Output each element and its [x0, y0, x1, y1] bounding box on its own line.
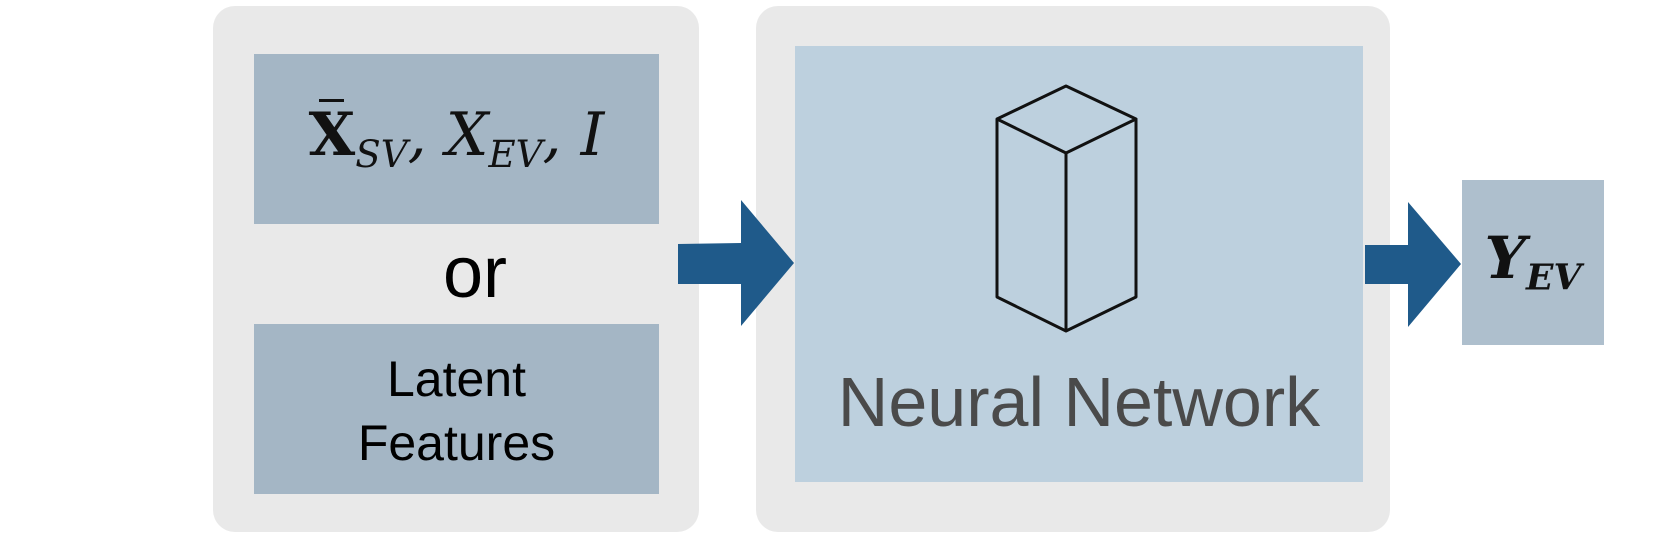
ev-subscript: EV: [488, 131, 543, 176]
model-to-output-arrow: [1365, 202, 1461, 327]
sv-subscript: SV: [355, 131, 408, 176]
latent-label-line2: Features: [357, 415, 556, 471]
neural-network-label: Neural Network: [837, 363, 1321, 441]
x-bar-symbol: X: [308, 99, 356, 170]
input-variables-formula: XSV, XEV, I: [309, 105, 605, 173]
x-symbol: X: [445, 99, 489, 170]
output-box: YEV: [1462, 180, 1604, 345]
y-symbol: Y: [1484, 223, 1527, 292]
i-symbol: I: [580, 99, 605, 170]
input-variables-box: XSV, XEV, I: [254, 54, 659, 224]
ev-subscript: EV: [1526, 256, 1582, 299]
latent-features-label: Latent Features: [358, 343, 555, 475]
comma-separator: ,: [542, 99, 562, 170]
comma-separator: ,: [407, 99, 427, 170]
latent-features-box: Latent Features: [254, 324, 659, 494]
neural-network-box: [795, 46, 1363, 482]
latent-label-line1: Latent: [386, 351, 526, 407]
or-label: or: [442, 233, 508, 313]
cube-icon: [995, 84, 1138, 333]
input-to-model-arrow: [678, 200, 794, 326]
output-formula: YEV: [1485, 229, 1582, 296]
